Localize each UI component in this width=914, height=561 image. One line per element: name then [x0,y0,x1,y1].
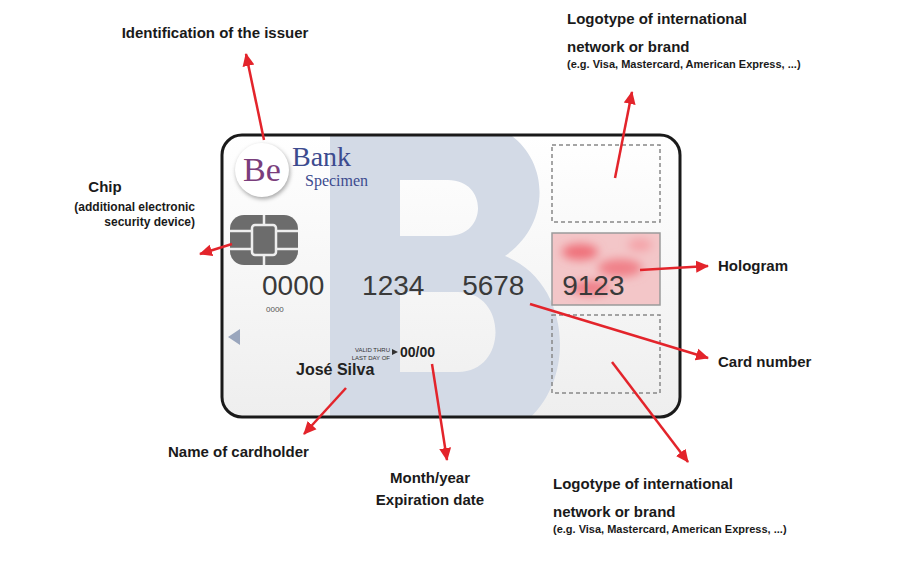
card-number-small: 0000 [266,306,284,314]
issuer-logo: Be [235,143,289,197]
callout-label: Identification of the issuer [100,24,330,42]
brand-logo-area [552,145,660,222]
leader-arrow [246,54,264,140]
valid-thru: VALID THRU [332,347,390,353]
logo-letters: Be [243,153,281,187]
leader-arrow [612,362,688,462]
bank-subtitle: Specimen [305,173,368,189]
callout-label: Month/year Expiration date [360,467,500,511]
callout-label: Name of cardholder [168,443,309,461]
expiry-date: 00/00 [400,345,435,359]
chip [230,215,298,265]
callout-label: Logotype of international network or bra… [567,5,792,61]
callout-label: Card number [718,353,811,371]
cardholder-name: José Silva [296,362,374,378]
callout-label: Chip [40,178,170,196]
leader-arrow [640,266,708,270]
callout-label: Logotype of international network or bra… [553,470,778,526]
callout-label: (additional electronic security device) [40,200,195,230]
validity-pointer [392,349,398,355]
bank-name: Bank [292,143,351,171]
card-number: 0000 1234 5678 9123 [262,272,625,300]
last-day-of: LAST DAY OF [332,355,390,361]
leader-arrow [200,244,232,254]
leader-arrows [200,54,708,462]
leader-arrow [530,304,708,358]
callout-label: Hologram [718,257,788,275]
callout-label: (e.g. Visa, Mastercard, American Express… [567,58,801,71]
leader-arrow [432,364,447,460]
callout-label: (e.g. Visa, Mastercard, American Express… [553,523,787,536]
card-marker [228,329,240,345]
leader-arrow [304,388,346,434]
credit-card: BankSpecimen 0000 1234 5678 9123 0000VALID… [222,135,680,417]
leader-arrow [615,92,632,178]
card-border [222,135,680,417]
